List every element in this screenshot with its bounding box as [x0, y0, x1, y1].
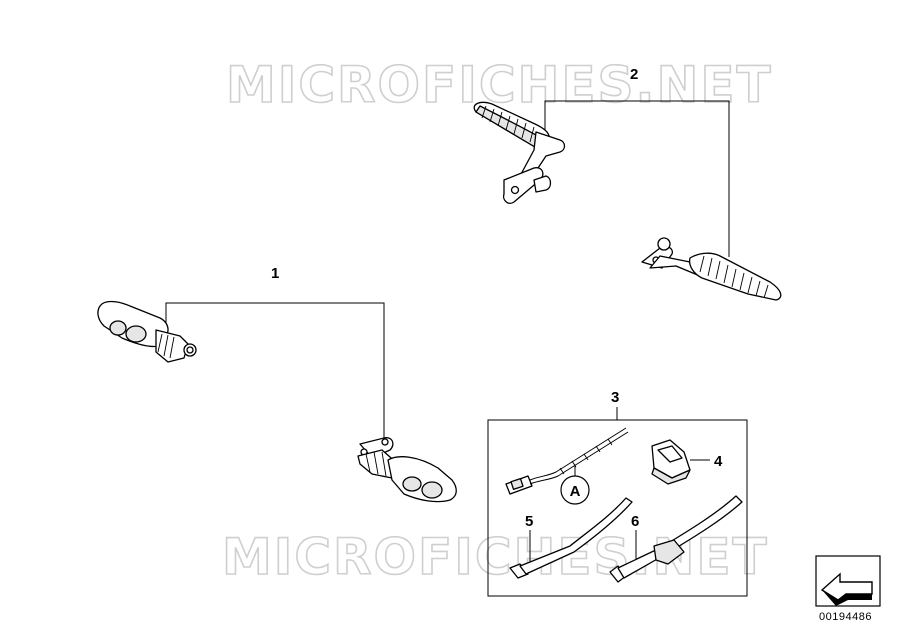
leader-line-2 — [544, 100, 730, 257]
callout-5: 5 — [525, 513, 533, 530]
front-footrest-left — [97, 300, 197, 363]
detail-a-group: A — [560, 475, 590, 505]
watermark-top: MICROFICHES.NET — [226, 56, 773, 114]
callout-2-group: 2 — [544, 66, 730, 257]
clip-part-4: 4 — [651, 439, 723, 485]
front-footrest-right — [357, 437, 457, 503]
rear-footrest-right — [641, 237, 782, 301]
detail-a-label: A — [570, 483, 581, 500]
callout-2: 2 — [630, 66, 638, 83]
cable-tie-part-5: 5 — [509, 497, 633, 579]
callout-3: 3 — [611, 389, 619, 406]
kit-group-3: 3 A 4 — [487, 389, 748, 597]
leader-line-1 — [165, 302, 385, 447]
wiring-harness — [505, 427, 629, 495]
cable-tie-part-6: 6 — [609, 495, 743, 583]
bmw-direction-arrow-icon — [815, 555, 881, 607]
callout-6: 6 — [631, 513, 639, 530]
kit-box — [487, 419, 748, 597]
rear-footrest-left — [473, 101, 566, 204]
detail-a-circle — [560, 475, 590, 505]
callout-4: 4 — [714, 453, 723, 470]
reference-number: 00194486 — [819, 611, 872, 623]
callout-1: 1 — [271, 265, 279, 282]
callout-1-group: 1 — [165, 265, 385, 447]
